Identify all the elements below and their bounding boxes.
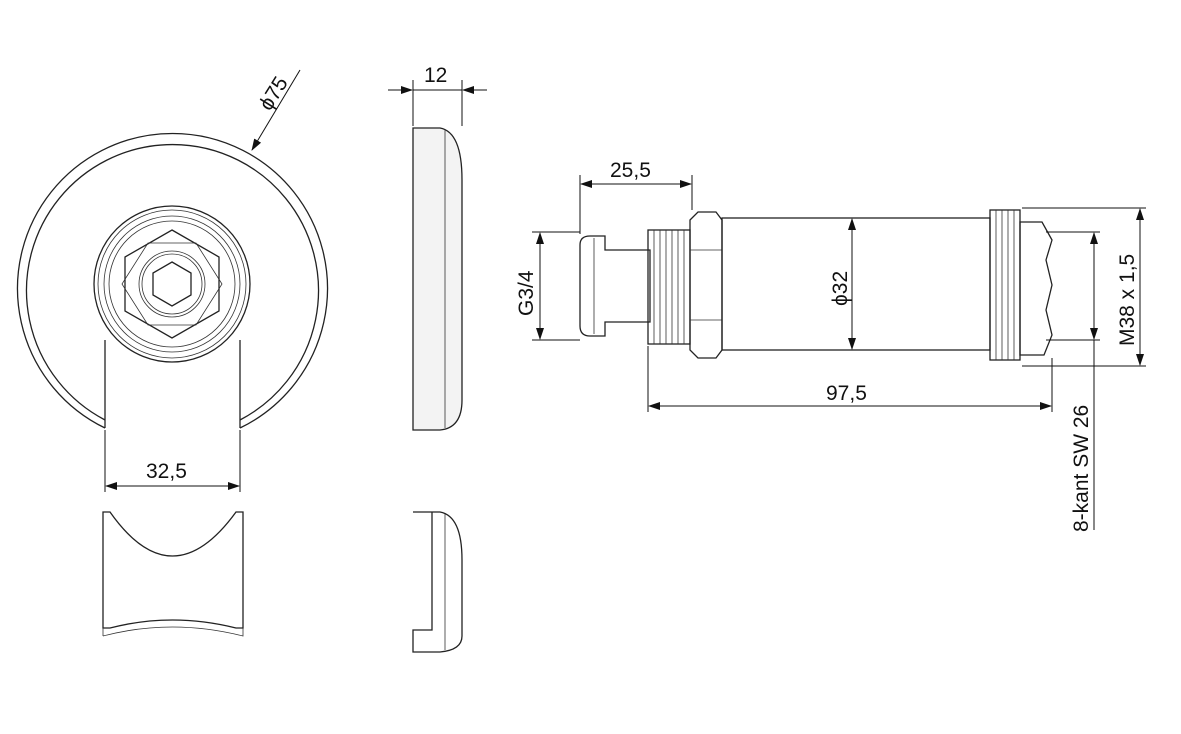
dim-inlet-thread: G3/4	[515, 231, 580, 341]
valve-insert-front	[93, 205, 251, 363]
dim-outlet-thread-label: M38 x 1,5	[1116, 254, 1139, 346]
dim-cutout-width-label: 32,5	[146, 460, 187, 483]
dim-plate-thickness-label: 12	[424, 64, 447, 87]
dim-wrench-size-label: 8-kant SW 26	[1070, 405, 1093, 532]
valve-extension-side-view	[579, 209, 1053, 361]
rosette-front-view	[16, 132, 329, 429]
dim-plate-thickness: 12	[388, 64, 487, 126]
inlet-thread	[653, 230, 685, 344]
dim-inlet-thread-label: G3/4	[515, 270, 538, 316]
hex-socket-icon	[152, 261, 192, 307]
octagon-cap	[1019, 221, 1053, 356]
dim-nipple-length: 25,5	[579, 159, 693, 234]
rosette-cutout-piece	[102, 511, 244, 637]
dim-wrench-size: 8-kant SW 26	[1046, 231, 1100, 532]
dim-body-diameter: ϕ32	[829, 218, 856, 350]
hex-nut	[689, 211, 723, 359]
outlet-thread	[995, 210, 1015, 360]
dim-body-diameter-label: ϕ32	[829, 271, 852, 306]
rosette-side-view	[412, 127, 463, 653]
dim-plate-diameter: ϕ75	[251, 69, 301, 151]
dim-cutout-width: 32,5	[104, 430, 241, 492]
dim-plate-diameter-label: ϕ75	[255, 73, 293, 115]
dim-overall-length-label: 97,5	[826, 382, 867, 405]
dim-outlet-thread: M38 x 1,5	[1022, 207, 1146, 367]
dim-overall-length: 97,5	[647, 346, 1053, 412]
dim-nipple-length-label: 25,5	[610, 159, 651, 182]
